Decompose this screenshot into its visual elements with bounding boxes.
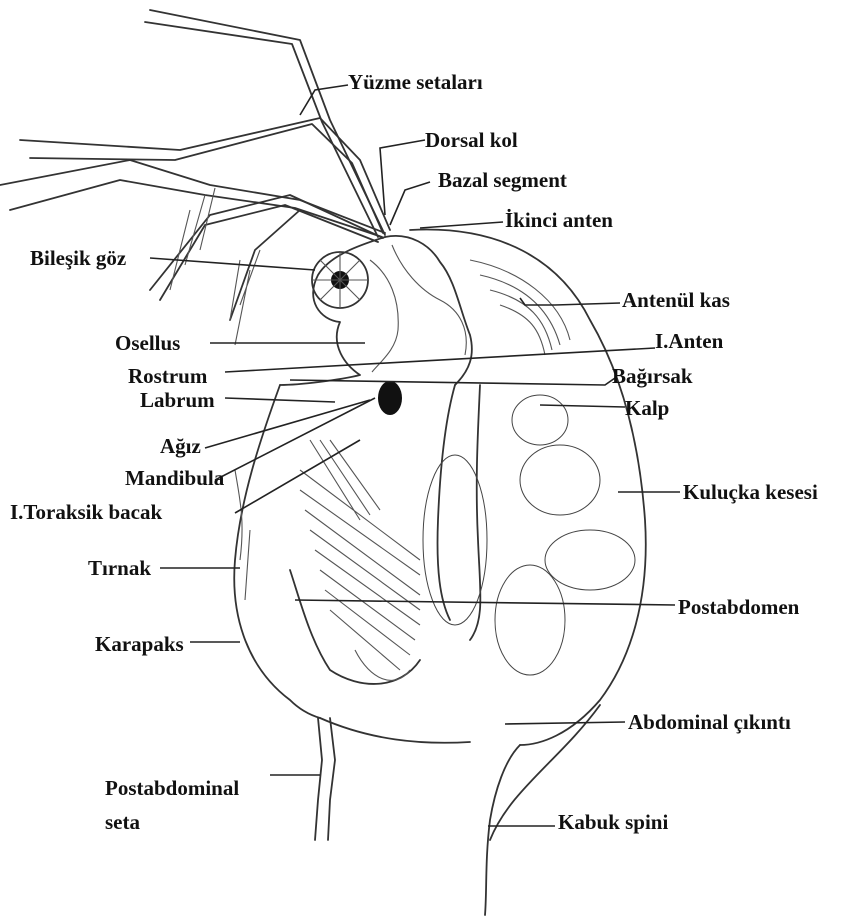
- label-osellus: Osellus: [115, 333, 180, 354]
- label-i-anten: I.Anten: [655, 331, 723, 352]
- label-bagirsak: Bağırsak: [612, 366, 693, 387]
- label-postabdominal: Postabdominal: [105, 778, 239, 799]
- label-ikinci-anten: İkinci anten: [505, 210, 613, 231]
- label-postabdomen: Postabdomen: [678, 597, 799, 618]
- label-dorsal-kol: Dorsal kol: [425, 130, 518, 151]
- label-i-toraksik-bacak: I.Toraksik bacak: [10, 502, 162, 523]
- second-antenna-drawing: [0, 10, 390, 345]
- label-seta: seta: [105, 812, 140, 833]
- label-tirnak: Tırnak: [88, 558, 151, 579]
- label-yuzme-setalari: Yüzme setaları: [348, 72, 483, 93]
- label-bazal-segment: Bazal segment: [438, 170, 567, 191]
- label-kulucka-kesesi: Kuluçka kesesi: [683, 482, 818, 503]
- label-antenul-kas: Antenül kas: [622, 290, 730, 311]
- label-mandibula: Mandibula: [125, 468, 224, 489]
- ocellus-shape: [378, 381, 402, 415]
- label-agiz: Ağız: [160, 436, 201, 457]
- leader-lines: [150, 85, 680, 826]
- label-labrum: Labrum: [140, 390, 215, 411]
- label-karapaks: Karapaks: [95, 634, 184, 655]
- label-bilesik-goz: Bileşik göz: [30, 248, 126, 269]
- label-abdominal-cikinti: Abdominal çıkıntı: [628, 712, 791, 733]
- label-kabuk-spini: Kabuk spini: [558, 812, 668, 833]
- label-rostrum: Rostrum: [128, 366, 207, 387]
- label-kalp: Kalp: [625, 398, 669, 419]
- head-drawing: [280, 236, 472, 415]
